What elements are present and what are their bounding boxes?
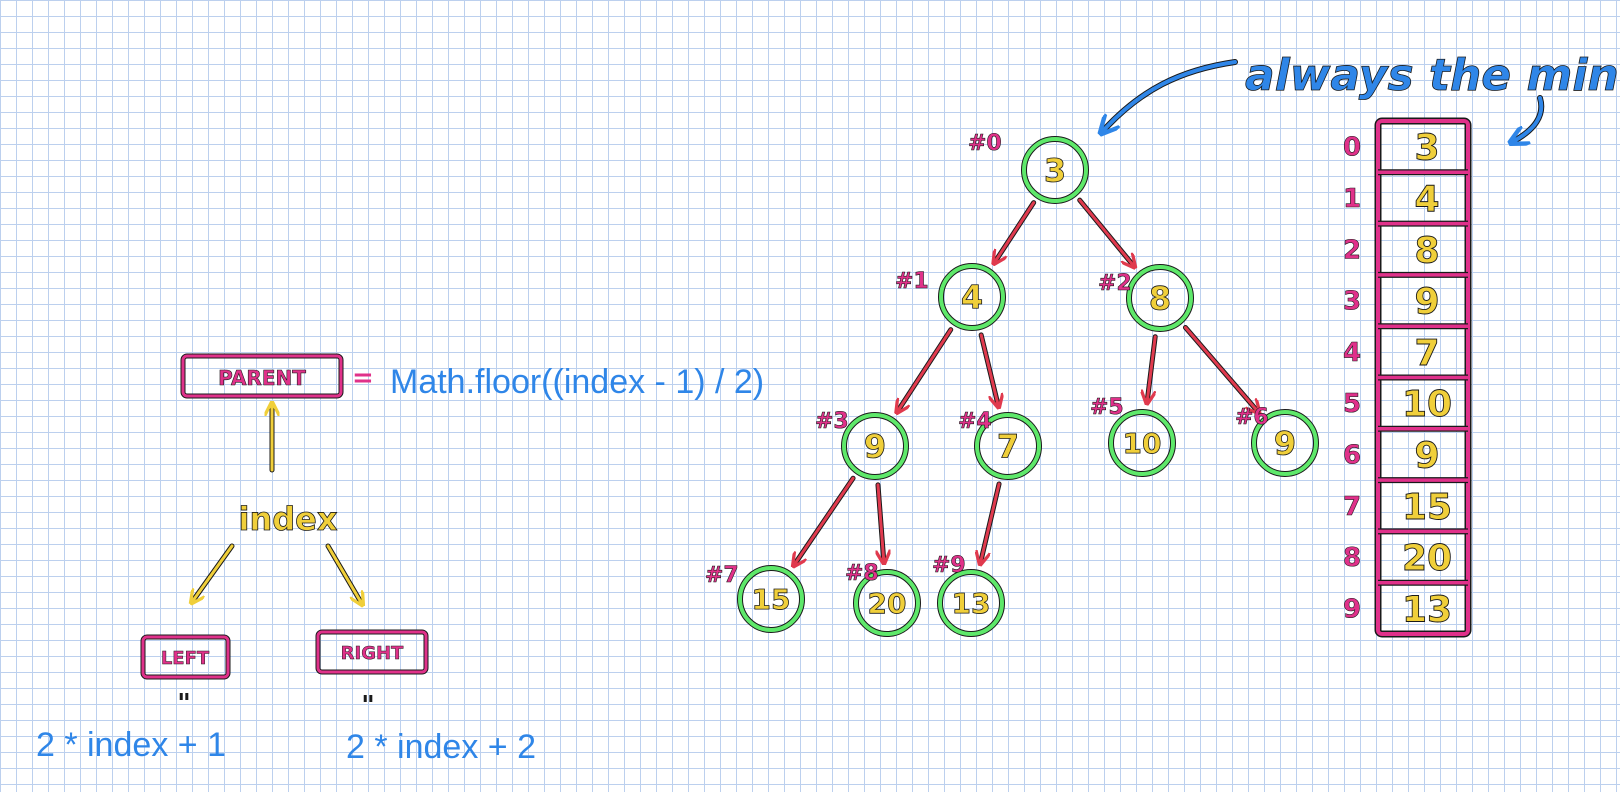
node-value: 15 [752, 583, 791, 616]
tree-node: 13 [937, 569, 1005, 637]
node-ring [1127, 265, 1193, 331]
array-cell: 9 [1378, 271, 1468, 323]
index-label: index [239, 500, 338, 538]
parent-label: PARENT [218, 366, 306, 390]
array-index: 5 [1343, 389, 1361, 419]
array-cell: 3 [1414, 127, 1440, 169]
tree-edge [794, 475, 856, 565]
left-label: LEFT [161, 648, 210, 669]
array-value: 7 [1414, 333, 1439, 374]
array-value: 15 [1402, 487, 1452, 528]
right-ditto-mark: " [361, 691, 375, 721]
array-value: 3 [1414, 128, 1439, 169]
node-ring [938, 570, 1004, 636]
array-cell: 20 [1378, 528, 1468, 579]
array-cell: 4 [1378, 169, 1468, 220]
node-ring [975, 413, 1041, 479]
array-index: 3 [1343, 287, 1361, 317]
right-child-formula: 2 * index + 2 [346, 728, 536, 766]
node-ring [738, 566, 804, 632]
node-ring [1022, 137, 1088, 203]
tree-node: 9 [1251, 409, 1319, 477]
array-value: 13 [1402, 589, 1452, 630]
node-value: 20 [868, 587, 907, 620]
tree-edge [978, 332, 998, 406]
tree-edge [875, 482, 884, 562]
tree-edge [980, 481, 1002, 563]
min-annotation: always the min [1102, 50, 1619, 142]
array-value: 9 [1414, 435, 1439, 476]
array-value: 4 [1414, 179, 1439, 220]
array-index: 2 [1343, 235, 1361, 265]
array-index: 0 [1343, 133, 1361, 163]
array-index: 7 [1343, 492, 1361, 522]
array-index: 4 [1343, 338, 1361, 368]
node-ring [854, 570, 920, 636]
array-value: 20 [1402, 538, 1452, 579]
node-value: 13 [952, 587, 991, 620]
node-index-tag: #9 [932, 553, 966, 578]
node-index-tag: #1 [895, 269, 929, 294]
tree-edge [1147, 334, 1158, 403]
tree-edges [794, 197, 1258, 565]
annotation-text: always the min [1245, 50, 1619, 101]
array-index: 8 [1343, 543, 1361, 573]
left-child-formula: 2 * index + 1 [36, 726, 226, 764]
equals-sign: = [352, 363, 374, 393]
array-value: 8 [1414, 230, 1439, 271]
array-index: 1 [1343, 184, 1361, 214]
node-value: 4 [961, 279, 983, 317]
tree-node: 4 [938, 263, 1006, 331]
node-ring [842, 413, 908, 479]
tree-node: 20 [853, 569, 921, 637]
right-label: RIGHT [341, 643, 404, 664]
tree-edge [1077, 197, 1134, 266]
array-cell: 7 [1378, 323, 1468, 374]
array-cell: 8 [1378, 220, 1468, 272]
node-value: 10 [1123, 427, 1162, 460]
tree-node: 7 [974, 412, 1042, 480]
array-cell: 13 [1378, 579, 1468, 631]
array-cell: 10 [1378, 374, 1468, 426]
node-index-tag: #8 [845, 561, 879, 586]
node-ring [1109, 410, 1175, 476]
node-index-tag: #3 [815, 409, 849, 434]
tree-node: 10 [1108, 409, 1176, 477]
tree-node: 9 [841, 412, 909, 480]
node-index-tag: #0 [968, 131, 1002, 156]
node-value: 7 [997, 428, 1019, 466]
index-formula-diagram: PARENT = index LEFT RIGHT " " [140, 353, 429, 721]
array-index: 6 [1343, 440, 1361, 470]
node-index-tag: #4 [958, 409, 992, 434]
node-index-tag: #7 [705, 563, 739, 588]
left-ditto-mark: " [177, 689, 191, 719]
node-ring [1252, 410, 1318, 476]
array-value: 9 [1414, 282, 1439, 323]
node-value: 8 [1149, 280, 1171, 318]
tree-node: 15 [737, 565, 805, 633]
tree-edge [897, 327, 954, 412]
heap-array: 3 0 4 1 8 2 9 3 7 4 10 5 9 6 15 7 20 8 13 9 [1343, 117, 1472, 638]
node-index-tag: #6 [1235, 405, 1269, 430]
node-ring [939, 264, 1005, 330]
array-cell: 15 [1378, 477, 1468, 528]
node-index-tag: #5 [1090, 395, 1124, 420]
array-cell: 9 [1378, 425, 1468, 477]
tree-edge [1182, 325, 1258, 412]
array-value: 10 [1402, 384, 1452, 425]
annotation-arrow-to-root [1099, 59, 1238, 135]
array-index: 9 [1343, 594, 1361, 624]
tree-node: 3 [1021, 136, 1089, 204]
tree-edge [994, 200, 1037, 263]
node-index-tag: #2 [1098, 271, 1132, 296]
node-value: 9 [864, 428, 886, 466]
node-value: 9 [1274, 425, 1296, 463]
tree-node: 8 [1126, 264, 1194, 332]
node-value: 3 [1044, 152, 1066, 190]
parent-formula: Math.floor((index - 1) / 2) [390, 363, 765, 401]
